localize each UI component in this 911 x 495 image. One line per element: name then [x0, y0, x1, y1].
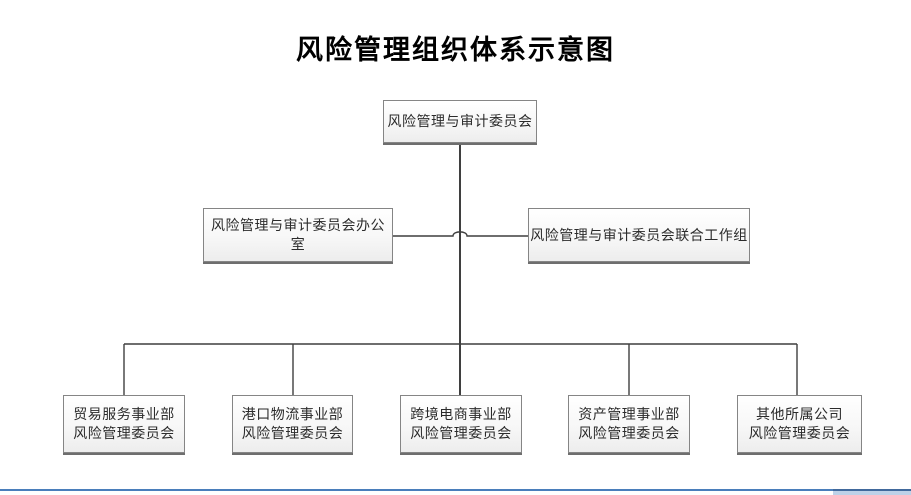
org-box-label: 风险管理与审计委员会联合工作组	[530, 226, 748, 243]
org-box-label-line1: 跨境电商事业部	[410, 406, 512, 422]
org-box-asset-management-division: 资产管理事业部 风险管理委员会	[568, 395, 690, 453]
org-box-label-line1: 其他所属公司	[756, 406, 843, 422]
org-box-label-line1: 港口物流事业部	[241, 406, 344, 422]
org-box-label-line2: 风险管理委员会	[73, 425, 175, 441]
org-box-label-line1: 资产管理事业部	[578, 406, 680, 422]
org-box-committee-office: 风险管理与审计委员会办公室	[203, 208, 393, 262]
org-box-label-line2: 风险管理委员会	[578, 425, 680, 441]
org-box-crossborder-ecommerce-division: 跨境电商事业部 风险管理委员会	[400, 395, 522, 453]
org-box-joint-workgroup: 风险管理与审计委员会联合工作组	[528, 208, 750, 262]
org-box-risk-audit-committee: 风险管理与审计委员会	[383, 100, 537, 143]
page-bottom-rule	[0, 489, 911, 491]
org-box-trade-services-division: 贸易服务事业部 风险管理委员会	[63, 395, 185, 453]
org-box-label-line2: 风险管理委员会	[410, 425, 512, 441]
org-box-label: 风险管理与审计委员会办公室	[211, 217, 385, 252]
org-box-port-logistics-division: 港口物流事业部 风险管理委员会	[232, 395, 353, 453]
diagram-title: 风险管理组织体系示意图	[296, 35, 615, 65]
org-box-label: 风险管理与审计委员会	[387, 113, 533, 129]
org-box-label-line2: 风险管理委员会	[241, 425, 344, 441]
scrollbar-corner[interactable]	[833, 489, 911, 495]
org-box-label-line2: 风险管理委员会	[748, 425, 851, 441]
org-box-label-line1: 贸易服务事业部	[73, 406, 175, 422]
org-box-other-subsidiaries: 其他所属公司 风险管理委员会	[737, 395, 862, 453]
